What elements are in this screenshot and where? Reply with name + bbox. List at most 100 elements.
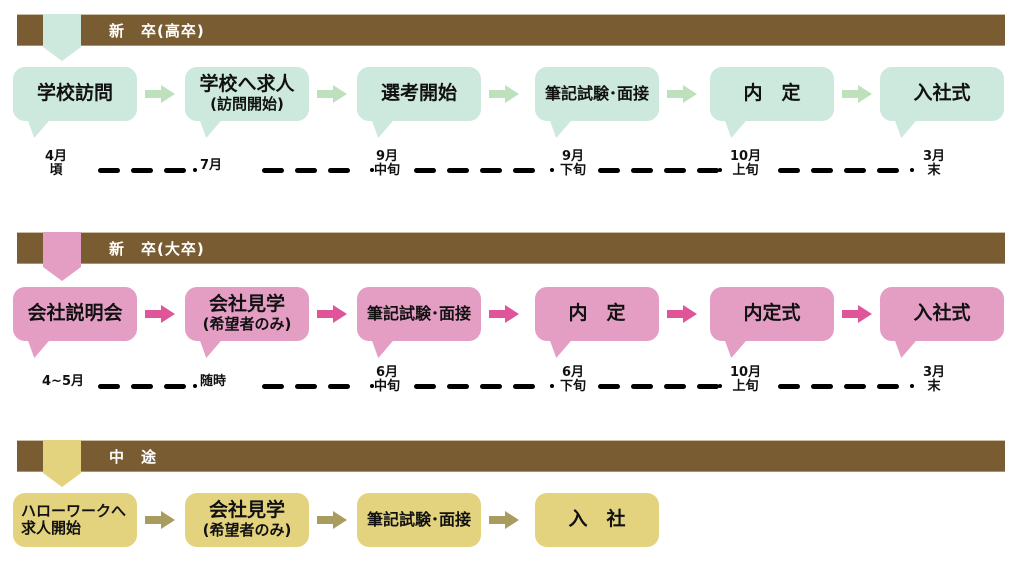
section-header-bar: 新 卒(大卒) bbox=[17, 232, 1005, 264]
timeline-dash bbox=[480, 384, 502, 389]
section-header-bar: 中 途 bbox=[17, 440, 1005, 472]
timeline-dash bbox=[131, 168, 153, 173]
timeline-dash bbox=[844, 384, 866, 389]
step-box: 筆記試験･面接 bbox=[535, 67, 659, 121]
step-label: 内定式 bbox=[743, 302, 801, 325]
step-label: 入社式 bbox=[913, 302, 971, 325]
timeline-dash bbox=[697, 168, 719, 173]
timeline-dash bbox=[513, 168, 535, 173]
timeline-date-label: 3月 末 bbox=[923, 365, 946, 395]
step-label: 筆記試験･面接 bbox=[366, 509, 471, 529]
timeline-dash bbox=[480, 168, 502, 173]
step-box: 入社式 bbox=[880, 287, 1004, 341]
step-box: 会社説明会 bbox=[13, 287, 137, 341]
step-label: 筆記試験･面接 bbox=[366, 303, 471, 323]
timeline-dash bbox=[328, 168, 350, 173]
section-title: 中 途 bbox=[109, 448, 158, 466]
step-label: 学校訪問 bbox=[36, 82, 113, 105]
step-label: 筆記試験･面接 bbox=[544, 83, 649, 103]
timeline-date-label: 9月 下旬 bbox=[560, 149, 587, 179]
timeline-dash bbox=[877, 168, 899, 173]
timeline-dash bbox=[778, 384, 800, 389]
timeline-date-label: 3月 末 bbox=[923, 149, 946, 179]
timeline-dash bbox=[664, 168, 686, 173]
timeline-dash bbox=[328, 384, 350, 389]
timeline-dot bbox=[370, 168, 374, 172]
speech-bubble-tail bbox=[724, 340, 754, 358]
timeline-dash bbox=[811, 384, 833, 389]
step-box: 筆記試験･面接 bbox=[357, 287, 481, 341]
timeline-dash bbox=[295, 168, 317, 173]
speech-bubble-tail bbox=[549, 120, 579, 138]
speech-bubble-tail bbox=[894, 340, 924, 358]
timeline-dot bbox=[550, 384, 554, 388]
section-title: 新 卒(大卒) bbox=[109, 240, 205, 258]
step-box: 会社見学(希望者のみ) bbox=[185, 493, 309, 547]
section-tab-point bbox=[43, 267, 81, 281]
section-header-bar: 新 卒(高卒) bbox=[17, 14, 1005, 46]
timeline-dash bbox=[631, 168, 653, 173]
timeline-date-label: 10月 上旬 bbox=[730, 365, 762, 395]
arrow-right-icon bbox=[489, 85, 519, 103]
section-tab-marker bbox=[43, 232, 81, 267]
step-sublabel: 求人開始 bbox=[21, 519, 82, 537]
step-box: 筆記試験･面接 bbox=[357, 493, 481, 547]
timeline-dot bbox=[910, 384, 914, 388]
step-label: 会社説明会 bbox=[27, 302, 123, 325]
timeline-dash bbox=[598, 384, 620, 389]
step-label: 会社見学 bbox=[208, 293, 285, 316]
step-box: 学校訪問 bbox=[13, 67, 137, 121]
step-box: 内 定 bbox=[535, 287, 659, 341]
step-box: 内定式 bbox=[710, 287, 834, 341]
timeline-dash bbox=[164, 384, 186, 389]
arrow-right-icon bbox=[667, 85, 697, 103]
timeline-dot bbox=[910, 168, 914, 172]
timeline-dash bbox=[98, 384, 120, 389]
arrow-right-icon bbox=[489, 511, 519, 529]
step-label: 学校へ求人 bbox=[199, 73, 295, 96]
timeline-date-label: 6月 下旬 bbox=[560, 365, 587, 395]
arrow-right-icon bbox=[842, 305, 872, 323]
step-box: 選考開始 bbox=[357, 67, 481, 121]
arrow-right-icon bbox=[145, 511, 175, 529]
step-sublabel: (希望者のみ) bbox=[202, 521, 292, 540]
timeline-dot bbox=[718, 384, 722, 388]
timeline-date-label: 6月 中旬 bbox=[374, 365, 401, 395]
timeline-dash bbox=[295, 384, 317, 389]
speech-bubble-tail bbox=[549, 340, 579, 358]
arrow-right-icon bbox=[145, 305, 175, 323]
timeline-dot bbox=[193, 384, 197, 388]
step-label: 選考開始 bbox=[380, 82, 457, 105]
timeline-dash bbox=[164, 168, 186, 173]
timeline-date-label: 4月 頃 bbox=[45, 149, 68, 179]
speech-bubble-tail bbox=[27, 120, 57, 138]
step-box: 会社見学(希望者のみ) bbox=[185, 287, 309, 341]
timeline-dot bbox=[550, 168, 554, 172]
timeline-date-label: 9月 中旬 bbox=[374, 149, 401, 179]
speech-bubble-tail bbox=[894, 120, 924, 138]
arrow-right-icon bbox=[145, 85, 175, 103]
arrow-right-icon bbox=[317, 511, 347, 529]
timeline-dash bbox=[877, 384, 899, 389]
timeline-dash bbox=[98, 168, 120, 173]
arrow-right-icon bbox=[842, 85, 872, 103]
timeline-dot bbox=[370, 384, 374, 388]
step-label: 内 定 bbox=[743, 82, 801, 105]
timeline-dash bbox=[131, 384, 153, 389]
step-box: 入 社 bbox=[535, 493, 659, 547]
timeline-dash bbox=[447, 384, 469, 389]
timeline-dash bbox=[447, 168, 469, 173]
timeline-dot bbox=[718, 168, 722, 172]
step-label: 内 定 bbox=[568, 302, 626, 325]
timeline-date-label: 4~5月 bbox=[42, 374, 84, 389]
step-sublabel: (訪問開始) bbox=[210, 95, 284, 114]
timeline-dash bbox=[697, 384, 719, 389]
timeline-dash bbox=[664, 384, 686, 389]
section-tab-marker bbox=[43, 440, 81, 473]
speech-bubble-tail bbox=[371, 340, 401, 358]
section-tab-marker bbox=[43, 14, 81, 47]
step-label: ハローワークへ bbox=[21, 501, 127, 520]
speech-bubble-tail bbox=[199, 120, 229, 138]
timeline-dash bbox=[811, 168, 833, 173]
timeline-dash bbox=[598, 168, 620, 173]
